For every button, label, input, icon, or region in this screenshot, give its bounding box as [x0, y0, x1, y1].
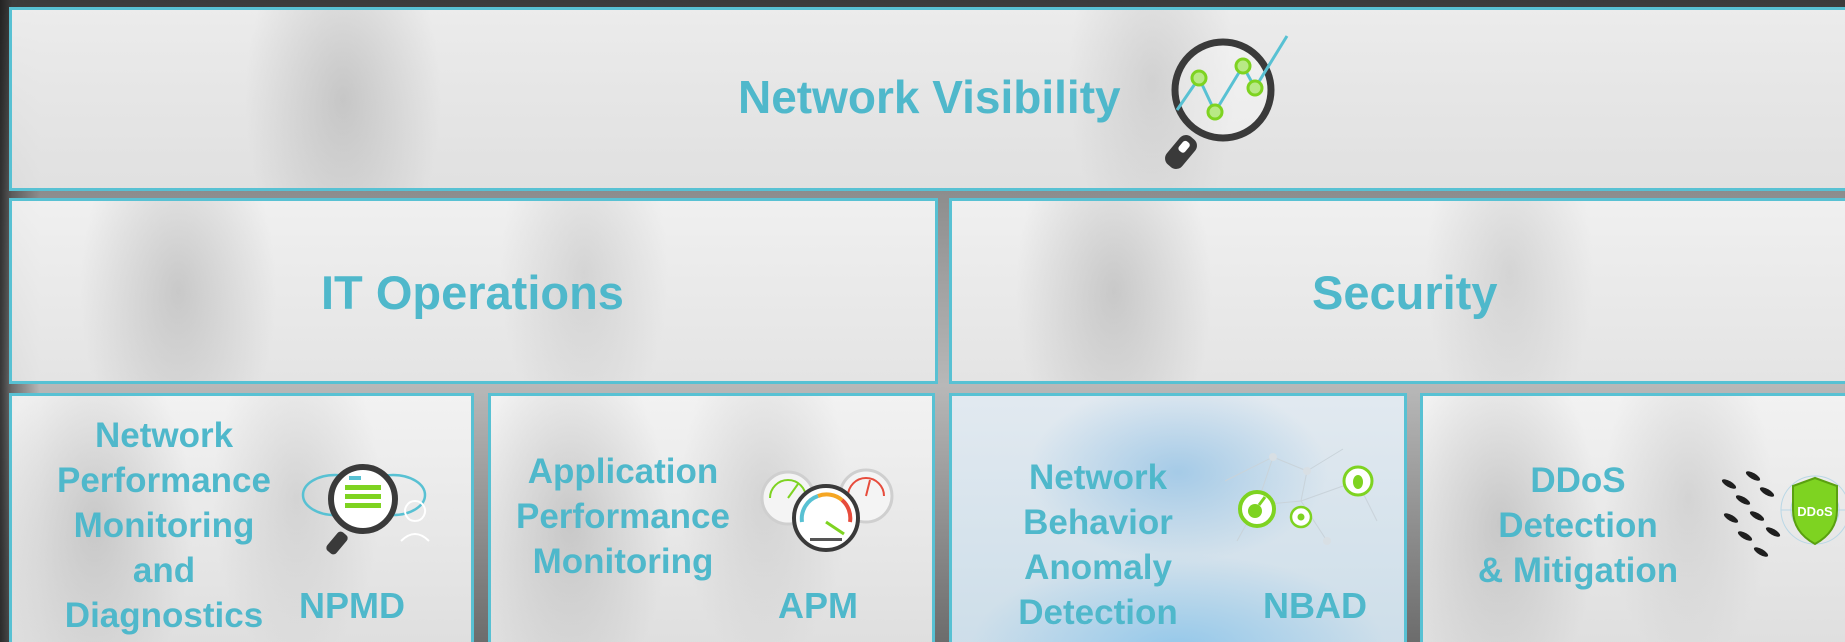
card-title-line: Diagnostics: [64, 596, 264, 635]
apm-card-title: Application Performance Monitoring: [503, 449, 743, 584]
npmd-card: Network Performance Monitoring and Diagn…: [9, 393, 474, 642]
magnifier-chart-icon: [1157, 30, 1297, 175]
ddos-card: DDoS Detection & Mitigation DDoS: [1420, 393, 1845, 642]
card-title-line: DDoS: [1530, 461, 1626, 500]
nbad-card: Network Behavior Anomaly Detection NBA: [949, 393, 1407, 642]
npmd-abbr: NPMD: [299, 585, 405, 626]
security-panel: Security: [949, 198, 1845, 384]
card-title-line: Anomaly: [1024, 548, 1172, 587]
card-title-line: Performance: [57, 461, 271, 500]
apm-abbr: APM: [778, 585, 858, 626]
card-title-line: Performance: [516, 497, 730, 536]
it-operations-panel: IT Operations: [9, 198, 938, 384]
shield-missiles-icon: DDoS: [1715, 466, 1845, 566]
card-title-line: Network: [94, 416, 234, 455]
it-operations-title: IT Operations: [321, 266, 624, 319]
card-title-line: Application: [527, 452, 719, 491]
card-title-line: Monitoring: [532, 542, 714, 581]
card-title-line: Monitoring: [73, 506, 255, 545]
shield-label: DDoS: [1797, 504, 1833, 519]
card-title-line: Detection: [1018, 593, 1178, 632]
network-visibility-title: Network Visibility: [738, 71, 1121, 123]
magnifier-chat-icon: [297, 461, 447, 561]
card-title-line: & Mitigation: [1477, 551, 1679, 590]
ddos-card-title: DDoS Detection & Mitigation: [1463, 458, 1693, 593]
npmd-card-title: Network Performance Monitoring and Diagn…: [24, 413, 304, 638]
apm-card: Application Performance Monitoring APM: [488, 393, 935, 642]
nbad-card-title: Network Behavior Anomaly Detection: [988, 455, 1208, 635]
card-title-line: Behavior: [1023, 503, 1173, 542]
gauges-icon: [758, 466, 898, 556]
security-title: Security: [1312, 266, 1498, 319]
card-title-line: Network: [1028, 458, 1168, 497]
threat-network-icon: [1217, 441, 1387, 561]
card-title-line: and: [132, 551, 196, 590]
nbad-abbr: NBAD: [1263, 585, 1367, 626]
card-title-line: Detection: [1498, 506, 1658, 545]
network-visibility-panel: Network Visibility: [9, 7, 1845, 191]
